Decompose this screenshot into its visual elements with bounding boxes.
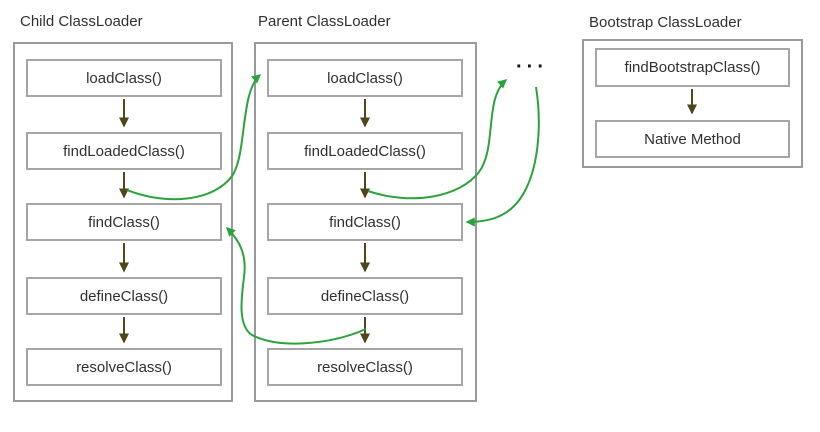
parent-loadclass-box: loadClass() (267, 59, 463, 97)
bootstrap-classloader-title: Bootstrap ClassLoader (589, 14, 742, 31)
parent-findloadedclass-box: findLoadedClass() (267, 132, 463, 170)
child-classloader-title: Child ClassLoader (20, 13, 143, 30)
bootstrap-classloader-container (582, 39, 803, 168)
child-resolveclass-box: resolveClass() (26, 348, 222, 386)
delegation-return-arrow-to-parent-findclass (465, 86, 540, 227)
parent-classloader-title: Parent ClassLoader (258, 13, 391, 30)
child-findloadedclass-box: findLoadedClass() (26, 132, 222, 170)
bootstrap-nativemethod-box: Native Method (595, 120, 790, 158)
child-loadclass-box: loadClass() (26, 59, 222, 97)
child-classloader-container (13, 42, 233, 402)
bootstrap-findbootstrapclass-box: findBootstrapClass() (595, 48, 790, 87)
more-loaders-ellipsis: ··· (516, 56, 548, 78)
parent-findclass-box: findClass() (267, 203, 463, 241)
child-findclass-box: findClass() (26, 203, 222, 241)
parent-resolveclass-box: resolveClass() (267, 348, 463, 386)
child-defineclass-box: defineClass() (26, 277, 222, 315)
parent-defineclass-box: defineClass() (267, 277, 463, 315)
